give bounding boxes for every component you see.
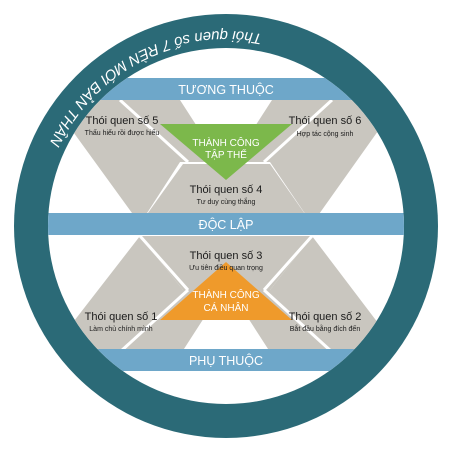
separator-lower-left-out bbox=[118, 288, 190, 354]
band-dependence-label: PHỤ THUỘC bbox=[189, 353, 263, 368]
habit-1-title: Thói quen số 1 bbox=[85, 311, 158, 323]
separator-upper-left bbox=[118, 98, 190, 164]
habit-2-title: Thói quen số 2 bbox=[289, 311, 362, 323]
separator-lower-left bbox=[138, 235, 190, 291]
habit-6-subtitle: Hợp tác cộng sinh bbox=[297, 131, 354, 138]
private-victory-line1: THÀNH CÔNG bbox=[192, 288, 259, 301]
separator-lower-right bbox=[262, 235, 314, 291]
habit-3-title: Thói quen số 3 bbox=[190, 250, 263, 262]
habit-6-title: Thói quen số 6 bbox=[289, 115, 362, 127]
habit-4-subtitle: Tư duy cùng thắng bbox=[197, 197, 256, 206]
habit-1-subtitle: Làm chủ chính mình bbox=[89, 325, 153, 333]
separator-upper-right bbox=[262, 98, 334, 164]
lower-left-panel bbox=[50, 236, 222, 352]
private-victory-triangle bbox=[160, 262, 292, 320]
habit-5-title: Thói quen số 5 bbox=[86, 115, 159, 127]
habit-5-subtitle: Thấu hiểu rồi được hiểu bbox=[85, 128, 160, 137]
band-independence bbox=[48, 213, 404, 235]
separator-lower-right-out bbox=[262, 288, 334, 354]
private-victory-line2: CÁ NHÂN bbox=[203, 301, 248, 314]
diagram-body bbox=[48, 78, 404, 371]
upper-bottom-panel bbox=[140, 164, 312, 224]
band-independence-label: ĐỘC LẬP bbox=[199, 217, 254, 232]
habit-4-title: Thói quen số 4 bbox=[190, 184, 263, 196]
band-interdependence-label: TƯƠNG THUỘC bbox=[178, 82, 273, 97]
band-interdependence bbox=[48, 78, 404, 100]
public-victory-line2: TẬP THỂ bbox=[205, 148, 247, 161]
public-victory-triangle bbox=[160, 124, 292, 180]
habit-3-subtitle: Ưu tiên điều quan trọng bbox=[189, 263, 263, 272]
band-dependence bbox=[48, 349, 404, 371]
habit-2-subtitle: Bắt đầu bằng đích đến bbox=[290, 324, 361, 333]
lower-right-panel bbox=[230, 236, 400, 352]
public-victory-line1: THÀNH CÔNG bbox=[192, 136, 259, 149]
